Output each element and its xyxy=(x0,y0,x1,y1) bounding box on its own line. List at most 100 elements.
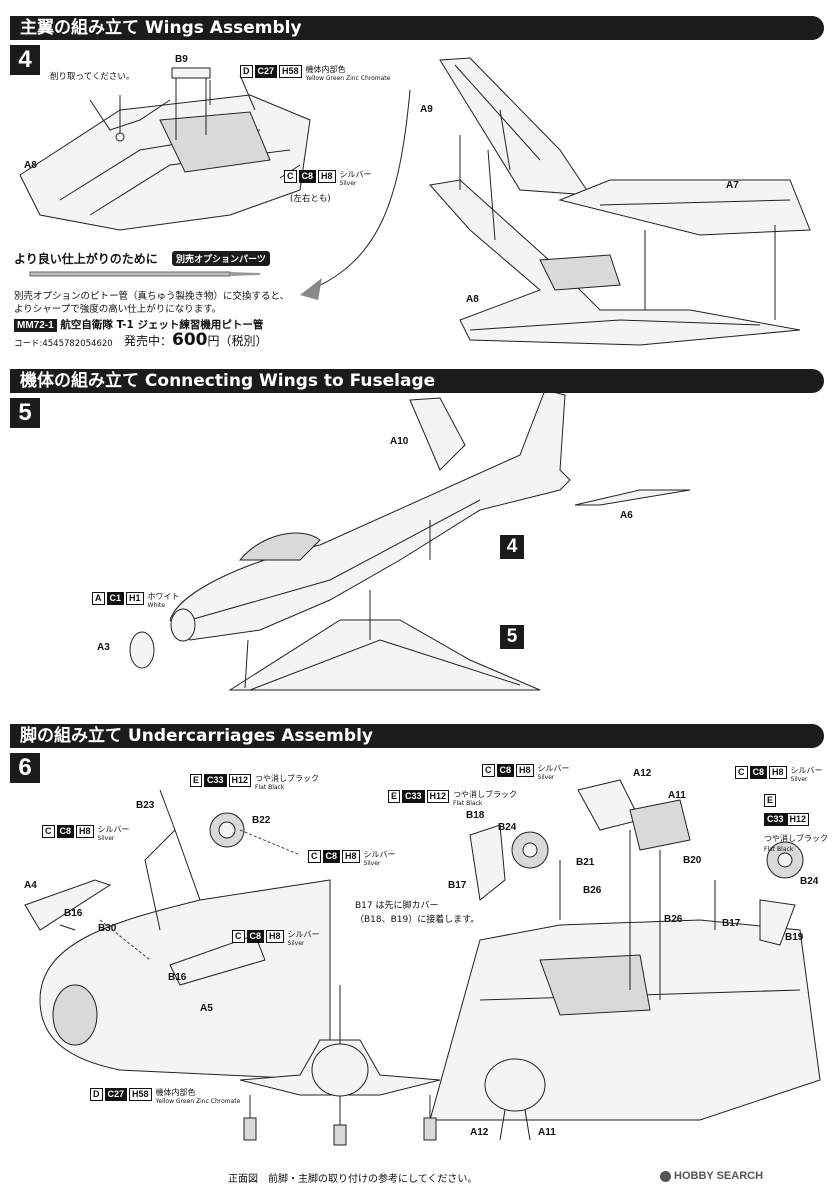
paint-name-jp: シルバー xyxy=(537,764,570,773)
step6-banner: 脚の組み立て Undercarriages Assembly xyxy=(10,724,824,748)
paint-name-jp: 機体内部色 xyxy=(305,65,346,74)
paint-code: C8 xyxy=(298,170,317,183)
step4-right-drawing xyxy=(429,57,811,346)
part-label-b18: B18 xyxy=(466,810,485,821)
paint-name-en: Silver xyxy=(790,776,808,783)
watermark-text: HOBBY SEARCH xyxy=(674,1170,764,1182)
paint-name-en: Silver xyxy=(339,180,357,187)
price-value: 600 xyxy=(172,330,208,350)
part-label-a12: A12 xyxy=(633,768,652,779)
product-name: 航空自衛隊 T-1 ジェット練習機用ピトー管 xyxy=(60,319,264,331)
step6-number: 6 xyxy=(10,753,40,783)
price-suffix: 円（税別） xyxy=(207,334,268,348)
paint-code: C8 xyxy=(496,764,515,777)
paint-code: C8 xyxy=(749,766,768,779)
part-label-a9: A9 xyxy=(420,104,433,115)
part-label-b22: B22 xyxy=(252,815,271,826)
paint-letter: C xyxy=(308,850,321,863)
paint-code: C8 xyxy=(56,825,75,838)
part-label-a5: A5 xyxy=(200,1003,213,1014)
paint-hcode: H8 xyxy=(769,766,787,779)
front-view-drawing xyxy=(239,985,546,1146)
paint-hcode: H12 xyxy=(228,774,252,787)
part-label-b16-b: B16 xyxy=(168,972,187,983)
part-label-a6: A6 xyxy=(620,510,633,521)
paint-name-jp: つや消しブラック xyxy=(255,774,320,783)
paint-name-en: Flat Black xyxy=(255,784,285,791)
paint-letter: E xyxy=(388,790,401,803)
part-label-a11-front: A11 xyxy=(538,1127,556,1138)
paint-letter: A xyxy=(92,592,105,605)
paint-hcode: H12 xyxy=(786,813,810,826)
paint-name-en: Silver xyxy=(97,835,115,842)
part-label-a4: A4 xyxy=(24,880,37,891)
paint-code: C8 xyxy=(246,930,265,943)
paint-name-en: Silver xyxy=(537,774,555,781)
paint-letter: E xyxy=(190,774,203,787)
note-both-sides: (左右とも) xyxy=(290,194,331,204)
part-label-a8-right: A8 xyxy=(466,294,479,305)
part-label-b24-b: B24 xyxy=(800,876,819,887)
note-b17-line1: B17 は先に脚カバー xyxy=(355,901,439,911)
paint-hcode: H12 xyxy=(426,790,450,803)
part-label-a12-front: A12 xyxy=(470,1127,489,1138)
option-line1: 別売オプションのピトー管（真ちゅう製挽き物）に交換すると、 xyxy=(14,291,290,302)
paint-letter: C xyxy=(232,930,245,943)
paint-name-jp: シルバー xyxy=(97,825,130,834)
option-badge: 別売オプションパーツ xyxy=(172,251,270,266)
paint-name-en: Silver xyxy=(363,860,381,867)
part-label-b19: B19 xyxy=(785,932,804,943)
part-label-b17-b: B17 xyxy=(722,918,741,929)
paint-name-jp: シルバー xyxy=(287,930,320,939)
paint-code: C33 xyxy=(764,813,787,826)
part-label-b24-a: B24 xyxy=(498,822,517,833)
paint-name-jp: シルバー xyxy=(339,170,372,179)
paint-code: C1 xyxy=(106,592,125,605)
part-label-a8-left: A8 xyxy=(24,160,37,171)
paint-name-en: Silver xyxy=(287,940,305,947)
paint-code: C33 xyxy=(402,790,425,803)
step5-drawing xyxy=(129,389,691,691)
part-label-b21: B21 xyxy=(576,857,595,868)
reference-step-5: 5 xyxy=(500,625,524,649)
product-code: MM72-1 xyxy=(14,319,57,332)
step5-number: 5 xyxy=(10,398,40,428)
paint-hcode: H8 xyxy=(76,825,94,838)
part-label-a10: A10 xyxy=(390,436,409,447)
step4-banner: 主翼の組み立て Wings Assembly xyxy=(10,16,824,40)
paint-name-en: Flat Black xyxy=(453,800,483,807)
paint-name-jp: つや消しブラック xyxy=(764,834,828,843)
paint-name-jp: ホワイト xyxy=(147,592,180,601)
note-b17-line2: （B18、B19）に接着します。 xyxy=(355,915,480,925)
paint-hcode: H1 xyxy=(126,592,144,605)
part-label-b16-a: B16 xyxy=(64,908,83,919)
paint-letter: D xyxy=(240,65,253,78)
part-label-a7: A7 xyxy=(726,180,739,191)
option-product: MM72-1 航空自衛隊 T-1 ジェット練習機用ピトー管 xyxy=(14,319,263,332)
paint-hcode: H58 xyxy=(129,1088,152,1101)
paint-name-en: White xyxy=(147,602,165,609)
step5-banner: 機体の組み立て Connecting Wings to Fuselage xyxy=(10,369,824,393)
paint-hcode: H58 xyxy=(279,65,302,78)
paint-letter: C xyxy=(284,170,297,183)
paint-hcode: H8 xyxy=(318,170,336,183)
step4-left-drawing xyxy=(19,67,311,231)
paint-letter: C xyxy=(42,825,55,838)
paint-hcode: H8 xyxy=(516,764,534,777)
paint-code: C8 xyxy=(322,850,341,863)
paint-name-jp: 機体内部色 xyxy=(155,1088,196,1097)
paint-name-jp: シルバー xyxy=(790,766,823,775)
part-label-b26-a: B26 xyxy=(583,885,602,896)
part-label-b17-a: B17 xyxy=(448,880,467,891)
note-cut: 削り取ってください。 xyxy=(50,72,135,82)
paint-letter: E xyxy=(764,794,777,807)
paint-name-jp: シルバー xyxy=(363,850,396,859)
